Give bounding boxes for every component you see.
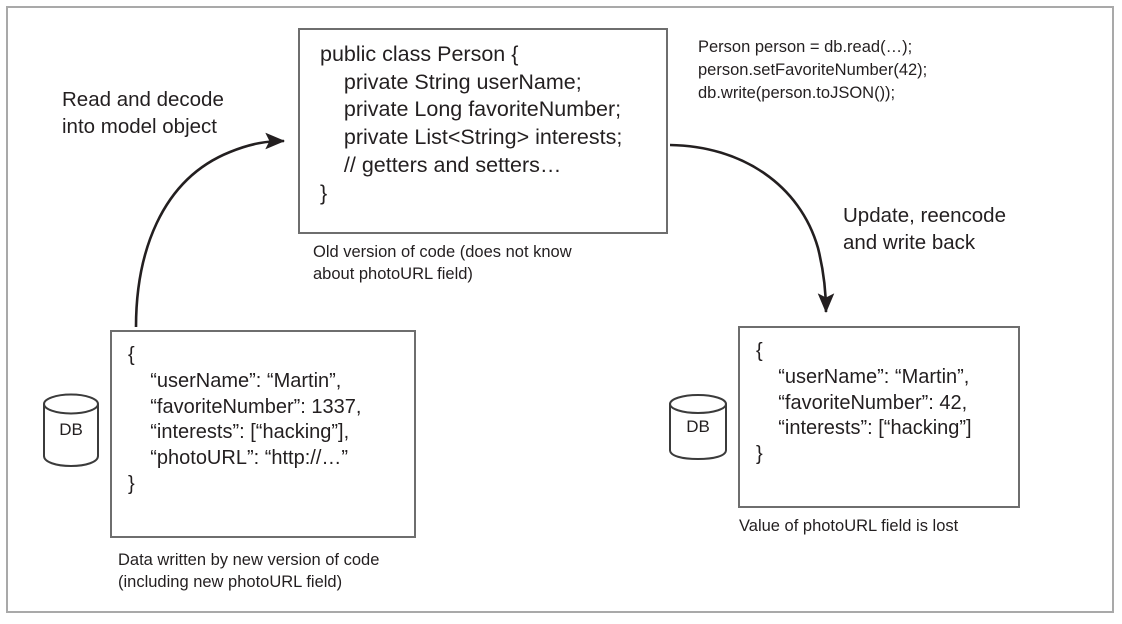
read-decode-arrow-label: Read and decode into model object	[62, 88, 224, 139]
read-modify-write-snippet: Person person = db.read(…); person.setFa…	[698, 38, 928, 102]
caption-old-version-of-code: Old version of code (does not know about…	[313, 243, 572, 284]
database-cylinder-right-icon: DB	[668, 393, 728, 461]
stored-record-new-box: { “userName”: “Martin”, “favoriteNumber”…	[110, 330, 416, 538]
database-cylinder-left-icon: DB	[42, 392, 100, 468]
model-class-code-text: public class Person { private String use…	[320, 42, 623, 205]
update-writeback-arrow-label: Update, reencode and write back	[843, 204, 1006, 255]
stored-record-rewritten-box: { “userName”: “Martin”, “favoriteNumber”…	[738, 326, 1020, 508]
caption-data-written-by-new-code: Data written by new version of code (inc…	[118, 551, 380, 592]
stored-record-new-text: { “userName”: “Martin”, “favoriteNumber”…	[128, 344, 362, 495]
caption-photourl-value-lost: Value of photoURL field is lost	[739, 517, 959, 535]
stored-record-rewritten-text: { “userName”: “Martin”, “favoriteNumber”…	[756, 340, 972, 466]
database-right-label: DB	[686, 417, 710, 436]
figure-outer-frame	[6, 6, 1114, 613]
model-class-code-box: public class Person { private String use…	[298, 28, 668, 234]
database-left-label: DB	[59, 420, 83, 439]
